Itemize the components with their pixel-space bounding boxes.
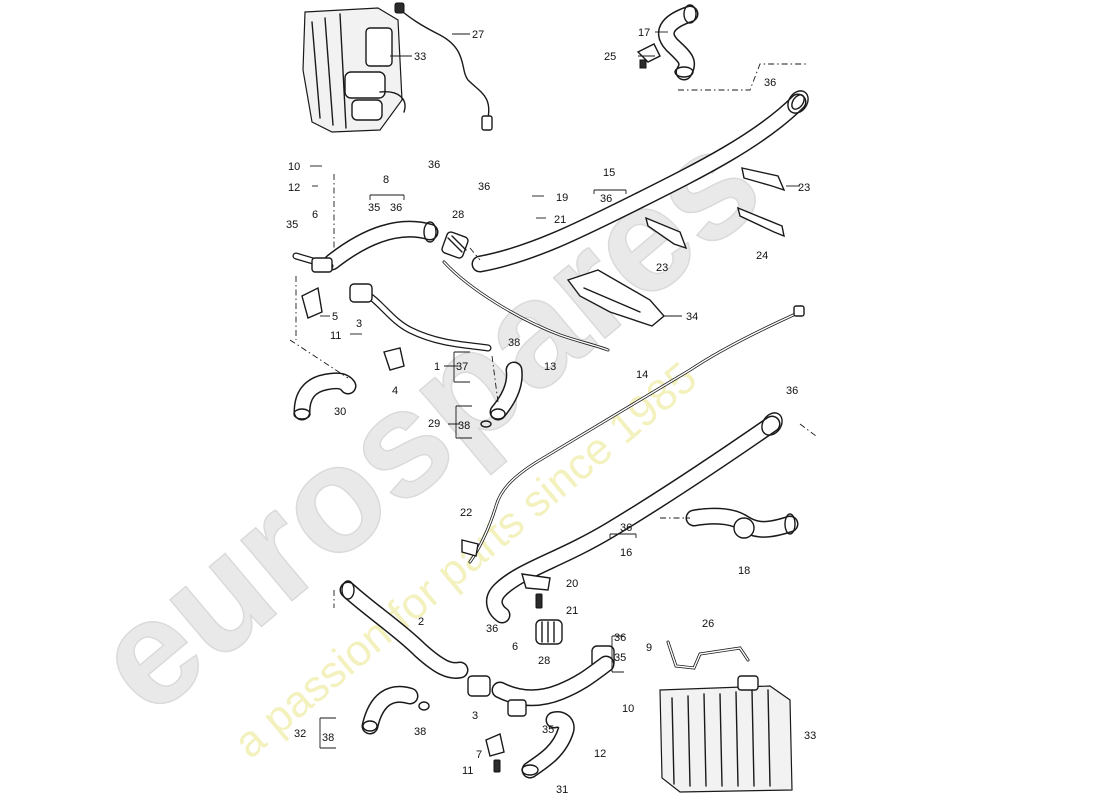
callout-9: 9 — [646, 642, 652, 654]
callout-32: 32 — [294, 728, 306, 740]
radiator-module-top — [302, 7, 406, 133]
callout-8: 8 — [383, 174, 389, 186]
hose-28-upper — [441, 231, 469, 259]
callout-36-group16: 36 — [620, 522, 632, 534]
callout-10-lower: 10 — [622, 703, 634, 715]
hose-30 — [293, 372, 357, 421]
callout-23-right: 23 — [798, 182, 810, 194]
callout-11-lower: 11 — [462, 765, 473, 777]
callout-36-group9: 36 — [614, 632, 626, 644]
callout-22: 22 — [460, 507, 472, 519]
hose-9 — [491, 655, 615, 717]
line-26 — [666, 640, 750, 670]
callout-31: 31 — [556, 784, 568, 796]
callout-35-group9: 35 — [614, 652, 626, 664]
callout-36-clip-a: 36 — [428, 159, 440, 171]
callout-21-lower: 21 — [566, 605, 578, 617]
dashed-leaders — [289, 63, 817, 608]
callout-35-upper: 35 — [286, 219, 298, 231]
thin-line-13 — [442, 260, 610, 352]
radiator-33 — [659, 675, 793, 793]
clip-4 — [383, 347, 405, 371]
callout-5: 5 — [332, 311, 338, 323]
pipe-to-38 — [349, 283, 492, 352]
hose-31 — [521, 711, 575, 779]
sensor-cable — [394, 2, 493, 131]
callout-2: 2 — [418, 616, 424, 628]
callout-11-upper: 11 — [330, 330, 341, 342]
callout-7: 7 — [476, 749, 482, 761]
callout-35-lower: 35 — [542, 724, 554, 736]
callout-38-group32: 38 — [322, 732, 334, 744]
callout-36-top-right: 36 — [764, 77, 776, 89]
callout-37: 37 — [456, 361, 468, 373]
callout-23-left: 23 — [656, 262, 668, 274]
clip-23-lower — [644, 216, 688, 250]
callout-35-group8: 35 — [368, 202, 380, 214]
callout-1: 1 — [434, 361, 440, 373]
hose-29 — [480, 361, 523, 428]
callout-14: 14 — [636, 369, 648, 381]
tee-fitting-upper — [292, 252, 334, 273]
hose-17 — [657, 4, 699, 81]
callout-10-upper: 10 — [288, 161, 300, 173]
callout-17: 17 — [638, 27, 650, 39]
callout-36-group15: 36 — [600, 193, 612, 205]
fitting-3-lower — [467, 675, 491, 697]
bracket-34 — [566, 269, 665, 327]
callout-18: 18 — [738, 565, 750, 577]
callout-34: 34 — [686, 311, 698, 323]
callout-12-lower: 12 — [594, 748, 606, 760]
callout-21-upper: 21 — [554, 214, 566, 226]
callout-16: 16 — [620, 547, 632, 559]
callout-4: 4 — [392, 385, 398, 397]
callout-38-group29: 38 — [458, 420, 470, 432]
callout-29: 29 — [428, 418, 440, 430]
clip-20 — [521, 573, 551, 591]
callout-33-lower: 33 — [804, 730, 816, 742]
hose-18 — [685, 507, 799, 539]
long-pipe-15 — [471, 90, 809, 273]
callout-25: 25 — [604, 51, 616, 63]
callout-26: 26 — [702, 618, 714, 630]
bracket-7 — [485, 733, 505, 757]
bracket-5 — [301, 286, 323, 319]
clip-24 — [736, 206, 785, 238]
callout-20: 20 — [566, 578, 578, 590]
clip-25 — [636, 43, 661, 69]
callout-24: 24 — [756, 250, 768, 262]
callout-38-lower: 38 — [414, 726, 426, 738]
callout-6-lower: 6 — [512, 641, 518, 653]
callout-36-lower-a: 36 — [486, 623, 498, 635]
callout-13: 13 — [544, 361, 556, 373]
bolt-21-lower — [535, 593, 543, 609]
callout-6-upper: 6 — [312, 209, 318, 221]
callout-36-clip-b: 36 — [478, 181, 490, 193]
callout-28-lower: 28 — [538, 655, 550, 667]
callout-33-top: 33 — [414, 51, 426, 63]
hose-32 — [361, 685, 430, 735]
pipe-2 — [339, 580, 469, 679]
hose-8 — [323, 220, 439, 271]
bolt-11-lower — [493, 759, 501, 773]
callout-30: 30 — [334, 406, 346, 418]
clip-23-upper — [741, 167, 786, 192]
callout-36-group8: 36 — [390, 202, 402, 214]
callout-36-right-mid: 36 — [786, 385, 798, 397]
callout-28-upper: 28 — [452, 209, 464, 221]
line-14 — [468, 305, 805, 564]
callout-15: 15 — [603, 167, 615, 179]
clip-22 — [461, 539, 479, 557]
callout-3-lower: 3 — [472, 710, 478, 722]
callout-27: 27 — [472, 29, 484, 41]
callout-labels: 27 33 17 25 36 10 12 8 35 36 36 36 19 21… — [286, 27, 816, 796]
callout-12-upper: 12 — [288, 182, 300, 194]
callout-3-upper: 3 — [356, 318, 362, 330]
callout-19: 19 — [556, 192, 568, 204]
callout-leaders — [310, 31, 800, 749]
long-pipe-16 — [485, 412, 783, 624]
callout-38-upper: 38 — [508, 337, 520, 349]
hose-28-lower — [535, 619, 563, 645]
